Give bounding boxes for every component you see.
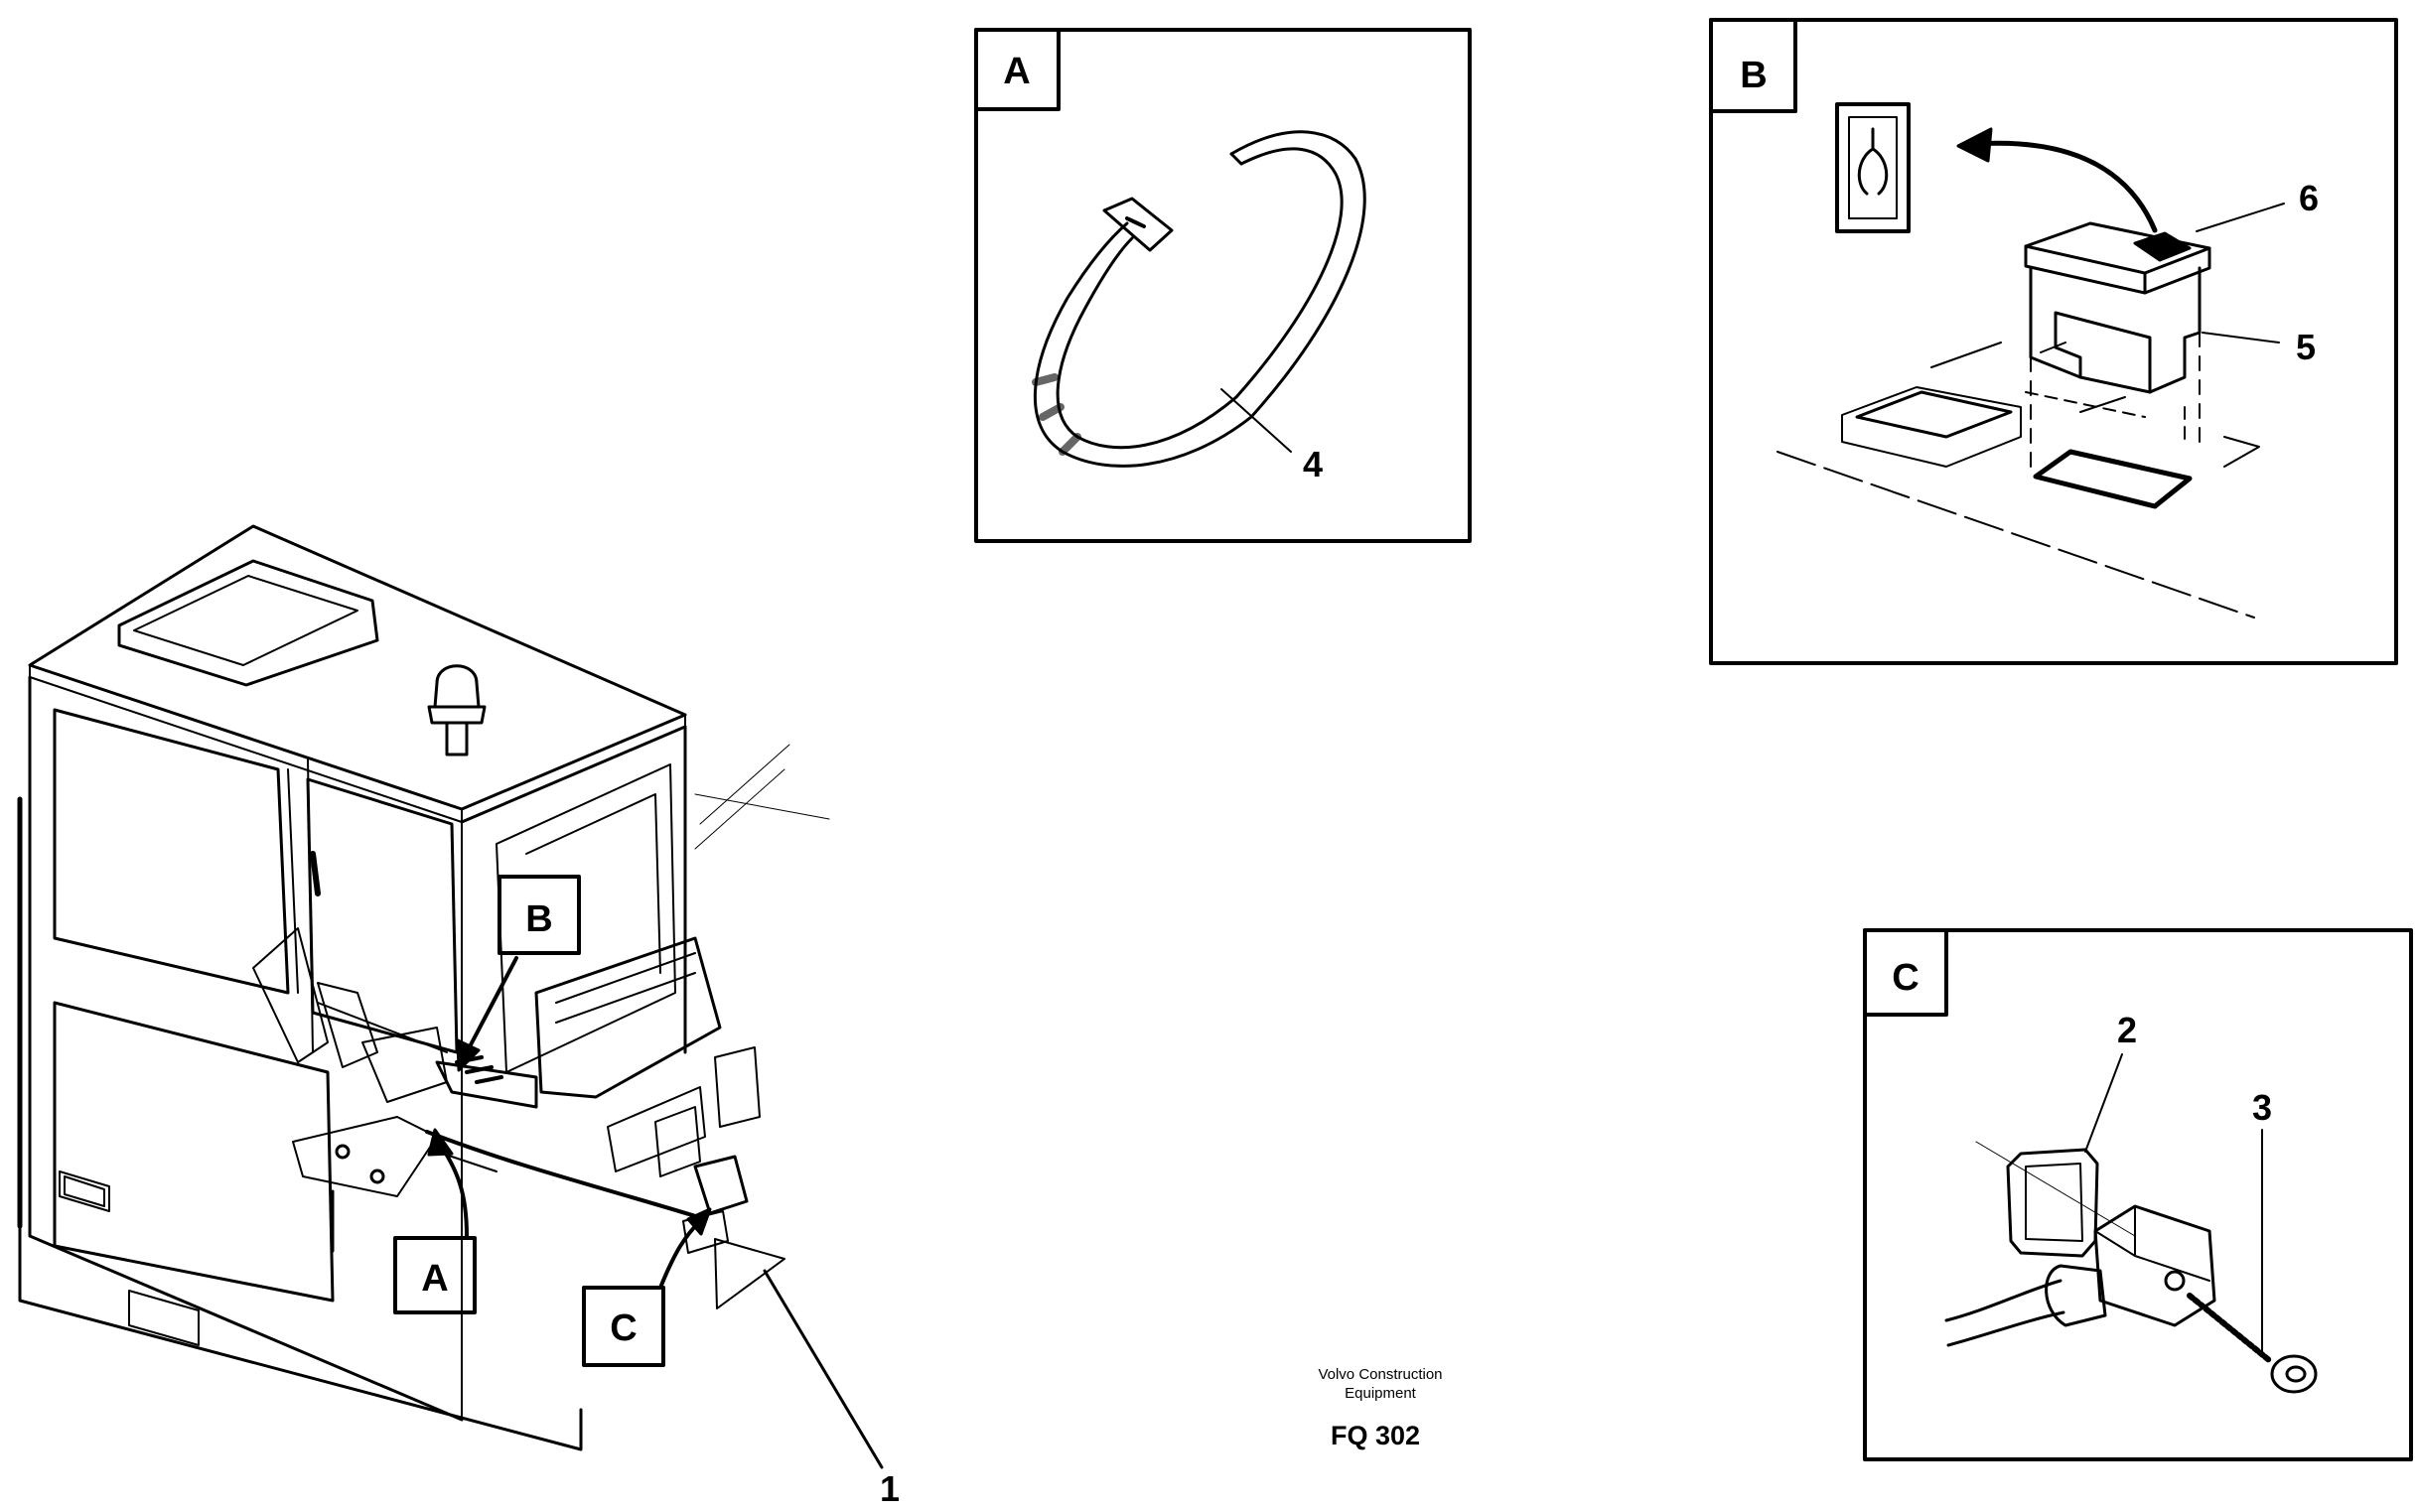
detail-panel-b: B 6 [1709, 18, 2398, 665]
panel-a-tag-box [974, 28, 1061, 111]
callout-5-leader [2202, 332, 2280, 344]
detail-panel-c: C 2 3 [1863, 928, 2413, 1461]
callout-2: 2 [2117, 1010, 2137, 1050]
callout-3: 3 [2252, 1087, 2272, 1128]
beacon-light-icon [427, 664, 487, 756]
footer-figure-code: FQ 302 [1331, 1421, 1420, 1450]
grapple-symbol-icon [1835, 102, 1911, 233]
callout-5: 5 [2296, 327, 2316, 367]
callout-6-leader [2196, 203, 2285, 232]
callout-2-leader [2084, 1053, 2123, 1153]
panel-b-frame [1709, 18, 2398, 665]
cab-main-view: B A C 1 [17, 524, 900, 1509]
placement-arrow-icon [1973, 140, 2158, 233]
footer-company-line2: Equipment [1345, 1385, 1417, 1402]
main-tag-b: B [525, 898, 552, 940]
main-tag-c: C [610, 1307, 637, 1349]
footer-block: Volvo Construction Equipment FQ 302 [1318, 1366, 1442, 1450]
callout-4: 4 [1303, 444, 1323, 484]
panel-b-tag: B [1740, 55, 1767, 96]
panel-c-tag-box [1863, 928, 1948, 1017]
callout-4-leader [1220, 388, 1292, 453]
footer-company: Volvo Construction [1318, 1366, 1442, 1383]
main-tag-b-box [498, 875, 581, 955]
cable-tie-illustration [1032, 130, 1366, 468]
sensor-connector-illustration [1944, 1141, 2318, 1394]
callout-1-leader [763, 1269, 884, 1469]
main-tag-a-box [393, 1236, 477, 1314]
main-tag-a: A [421, 1258, 448, 1300]
dashboard-surface-illustration [1777, 342, 2260, 619]
main-tag-c-box [582, 1286, 665, 1367]
panel-a-frame [974, 28, 1472, 543]
callout-6: 6 [2299, 178, 2319, 218]
panel-c-frame [1863, 928, 2413, 1461]
detail-panel-a: A 4 [974, 28, 1472, 543]
rocker-switch-illustration [2024, 221, 2211, 468]
panel-c-tag: C [1892, 957, 1919, 999]
panel-b-tag-box [1709, 18, 1797, 113]
callout-1: 1 [880, 1468, 900, 1507]
panel-a-tag: A [1003, 51, 1030, 92]
